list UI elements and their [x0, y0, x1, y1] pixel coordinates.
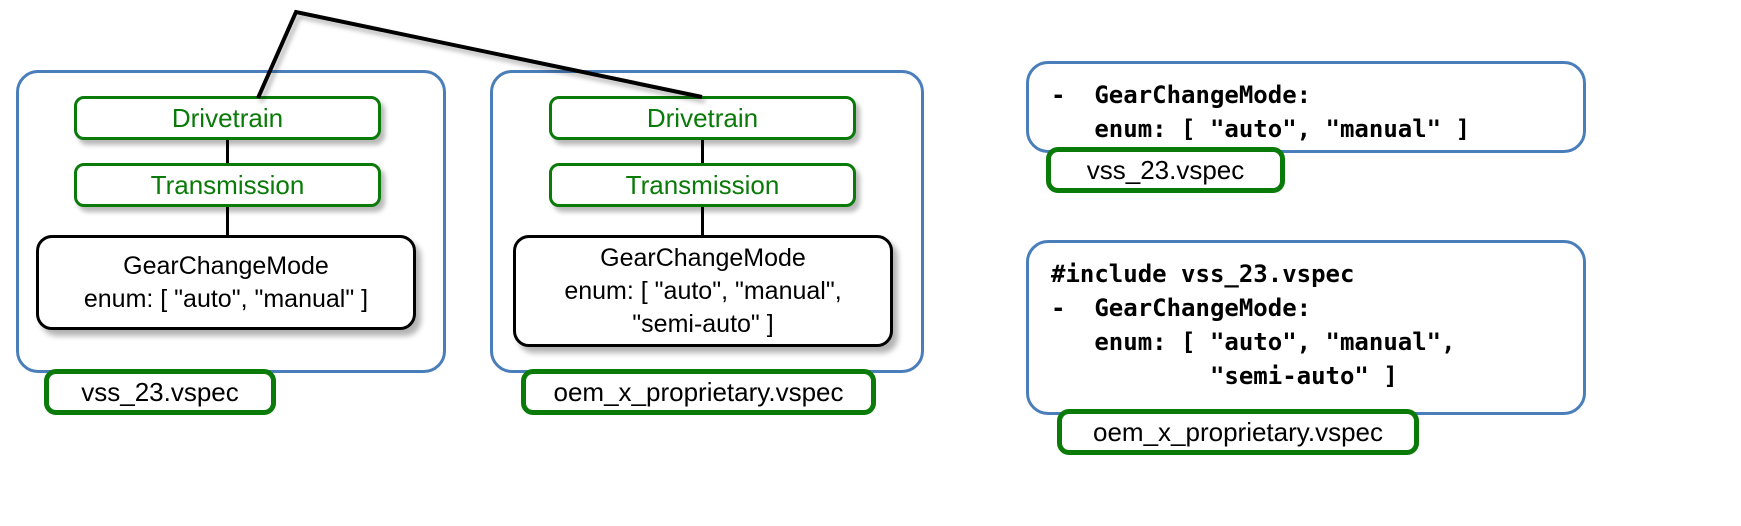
file-tab-vss23-code[interactable]: vss_23.vspec: [1046, 147, 1285, 193]
file-tab-vss23-tree[interactable]: vss_23.vspec: [44, 369, 276, 415]
node-label: Transmission: [150, 169, 305, 200]
leaf-line-1: GearChangeMode: [600, 243, 806, 272]
code-line-1: - GearChangeMode:: [1051, 81, 1312, 109]
leaf-line-2: enum: [ "auto", "manual",: [564, 276, 842, 305]
node-drivetrain-overlay[interactable]: Drivetrain: [549, 96, 856, 140]
edge-drivetrain-transmission-base: [226, 139, 229, 164]
file-tab-label: vss_23.vspec: [81, 376, 239, 407]
node-drivetrain-base[interactable]: Drivetrain: [74, 96, 381, 140]
file-tab-oem-tree[interactable]: oem_x_proprietary.vspec: [521, 369, 876, 415]
leaf-line-1: GearChangeMode: [123, 251, 329, 280]
node-label: Drivetrain: [171, 102, 284, 133]
code-line-2: enum: [ "auto", "manual" ]: [1051, 115, 1471, 144]
leaf-line-3: "semi-auto" ]: [632, 309, 774, 338]
file-tab-label: vss_23.vspec: [1086, 154, 1245, 185]
code-line-2: - GearChangeMode:: [1051, 294, 1312, 323]
code-line-3: enum: [ "auto", "manual",: [1051, 328, 1456, 357]
edge-drivetrain-transmission-overlay: [701, 139, 704, 164]
code-line-1: #include vss_23.vspec: [1051, 260, 1355, 288]
code-line-4: "semi-auto" ]: [1051, 362, 1398, 391]
leaf-line-2: enum: [ "auto", "manual" ]: [83, 284, 369, 313]
edge-transmission-leaf-overlay: [701, 206, 704, 236]
node-transmission-overlay[interactable]: Transmission: [549, 163, 856, 207]
file-tab-label: oem_x_proprietary.vspec: [1093, 416, 1383, 447]
code-panel-base: - GearChangeMode: enum: [ "auto", "manua…: [1026, 61, 1586, 153]
node-transmission-base[interactable]: Transmission: [74, 163, 381, 207]
file-tab-label: oem_x_proprietary.vspec: [553, 376, 844, 407]
node-gearchangemode-overlay[interactable]: GearChangeMode enum: [ "auto", "manual",…: [513, 235, 893, 347]
code-panel-overlay: #include vss_23.vspec - GearChangeMode: e…: [1026, 240, 1586, 415]
file-tab-oem-code[interactable]: oem_x_proprietary.vspec: [1057, 409, 1419, 455]
node-label: Transmission: [625, 169, 780, 200]
node-gearchangemode-base[interactable]: GearChangeMode enum: [ "auto", "manual" …: [36, 235, 416, 330]
edge-transmission-leaf-base: [226, 206, 229, 236]
node-label: Drivetrain: [646, 102, 759, 133]
